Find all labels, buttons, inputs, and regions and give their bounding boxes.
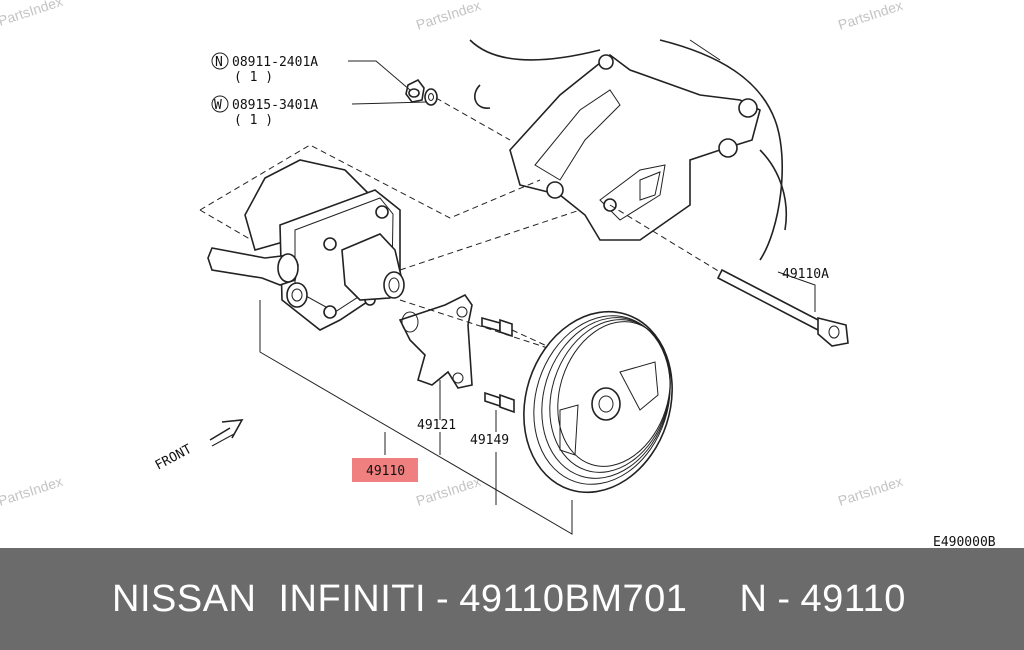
washer-part <box>424 88 438 106</box>
label-49110A: 49110A <box>782 267 829 282</box>
label-49149: 49149 <box>470 433 509 448</box>
footer-dash: - <box>436 577 450 620</box>
nut-prefix: N <box>215 55 223 70</box>
label-49121: 49121 <box>417 418 456 433</box>
washer-prefix-circle <box>211 95 229 113</box>
bolt-49149-lower <box>484 391 515 414</box>
watermark: PartsIndex <box>836 0 905 33</box>
nut-prefix-circle <box>211 52 229 70</box>
watermark: PartsIndex <box>414 473 483 509</box>
power-steering-pump <box>207 159 405 331</box>
footer-prefix: N <box>739 577 768 620</box>
watermark: PartsIndex <box>836 473 905 509</box>
engine-mount-bracket <box>509 53 761 241</box>
footer-brand-infiniti: INFINITI <box>278 577 427 620</box>
pulley <box>523 310 673 494</box>
nut-quantity: ( 1 ) <box>234 70 273 85</box>
nut-part-number: 08911-2401A <box>232 55 318 70</box>
watermark: PartsIndex <box>414 0 483 33</box>
footer-part-number: 49110BM701 <box>459 577 688 620</box>
footer-dash: - <box>777 577 791 620</box>
watermark: PartsIndex <box>0 473 65 509</box>
footer-short-number: 49110 <box>800 577 906 620</box>
label-49110: 49110 <box>366 464 405 479</box>
parts-diagram: PartsIndex PartsIndex PartsIndex PartsIn… <box>0 0 996 548</box>
nut-part <box>405 78 425 103</box>
highlight-box <box>352 458 418 482</box>
watermark: PartsIndex <box>0 0 65 29</box>
bolt-49149-upper <box>481 316 513 338</box>
front-label: FRONT <box>153 442 195 474</box>
long-bolt-49110A <box>716 268 849 347</box>
diagram-code: E490000B <box>933 535 996 548</box>
front-arrow-icon <box>209 419 244 447</box>
washer-prefix: W <box>214 98 222 113</box>
pump-bracket-49121 <box>398 293 473 389</box>
washer-quantity: ( 1 ) <box>234 113 273 128</box>
engine-block-outline <box>469 39 788 261</box>
footer-bar: NISSAN INFINITI - 49110BM701 N - 49110 <box>0 548 1024 650</box>
washer-part-number: 08915-3401A <box>232 98 318 113</box>
footer-brand-nissan: NISSAN <box>112 577 257 620</box>
